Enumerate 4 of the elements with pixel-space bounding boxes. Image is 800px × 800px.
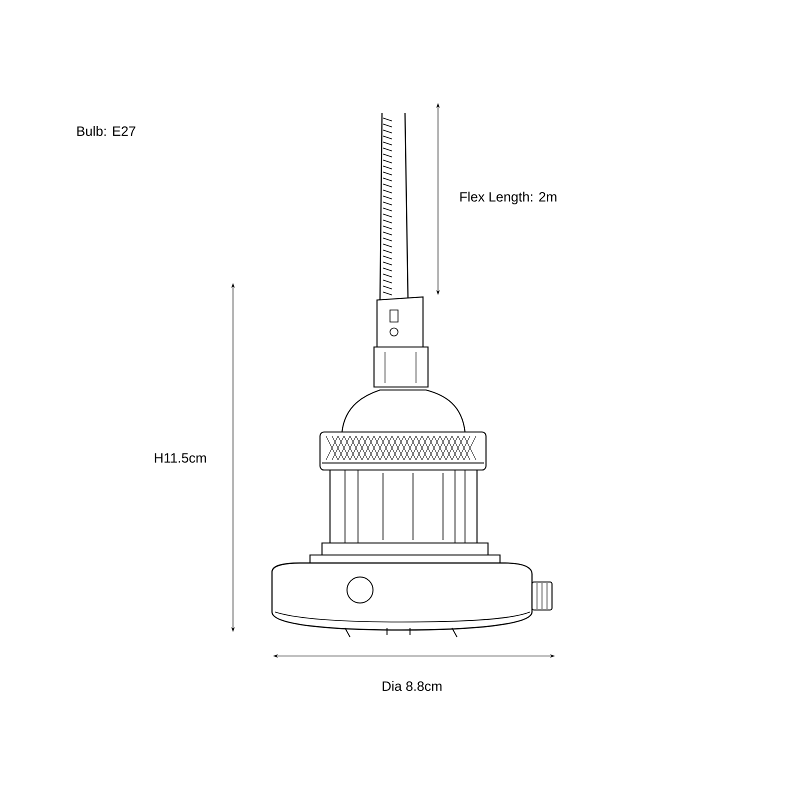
dimension-label: Bulb: E27 <box>77 126 136 136</box>
dimension-label: Flex Length: 2m <box>460 192 556 204</box>
dimension-label: H11.5cm <box>154 453 206 463</box>
dimension-label: Dia 8.8cm <box>382 681 442 691</box>
